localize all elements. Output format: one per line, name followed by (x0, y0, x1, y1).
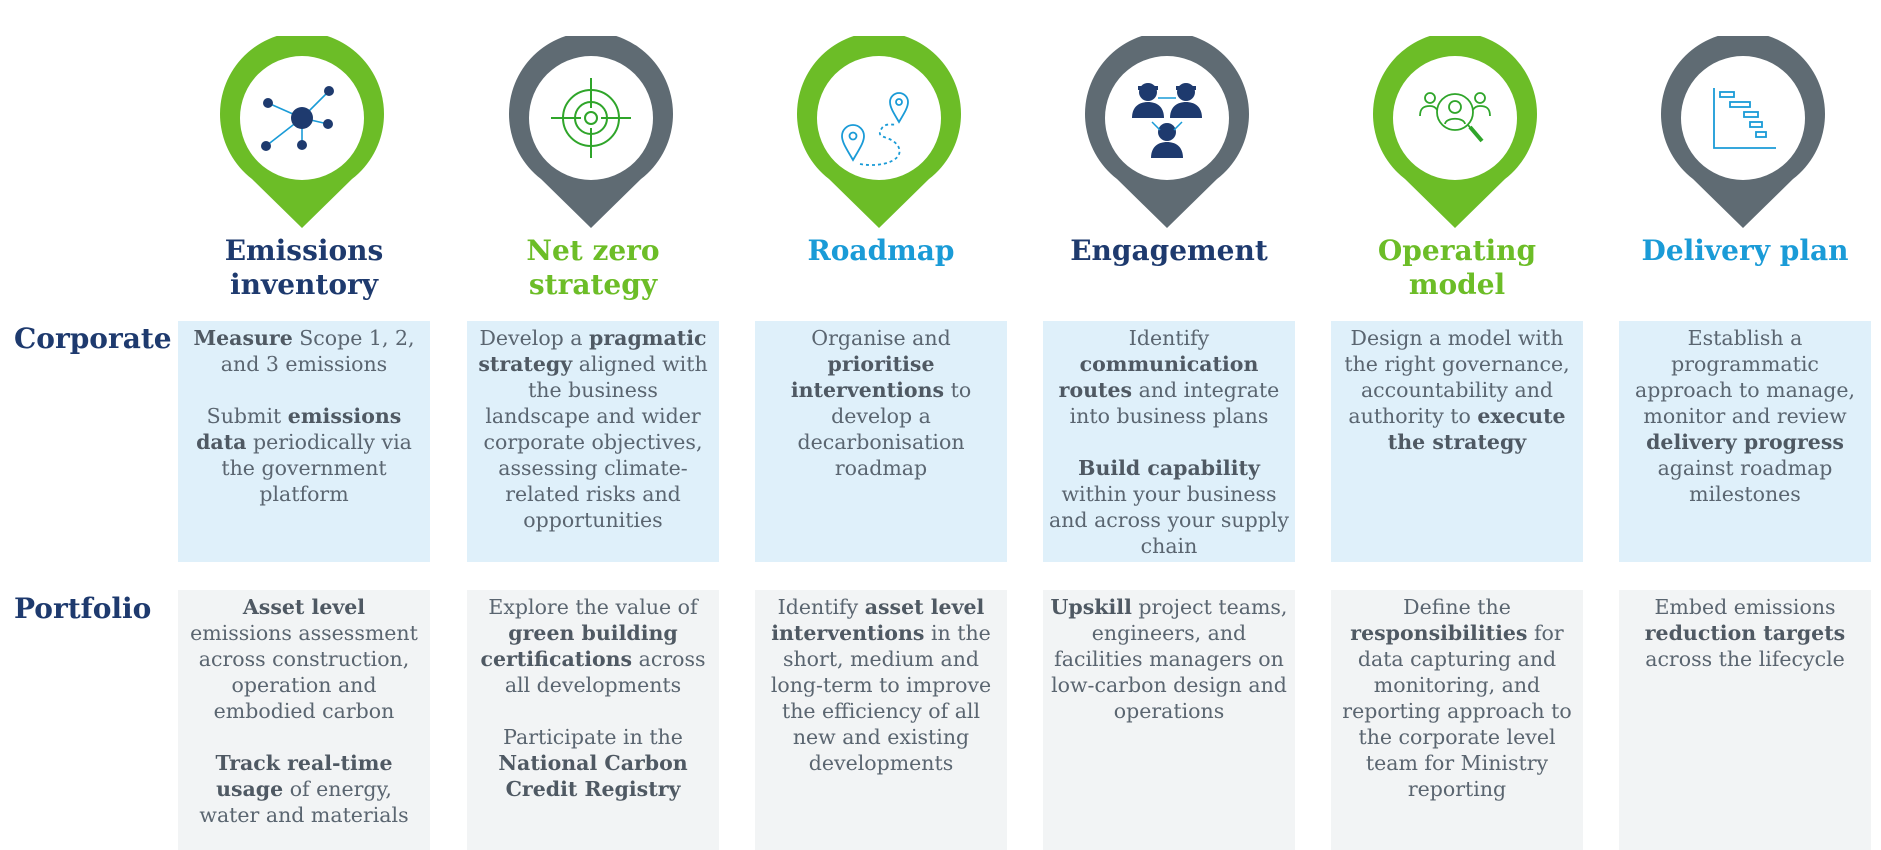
column-title: Emissions inventory (224, 234, 384, 301)
text-segment: Scope 1, 2, and 3 emissions Submit (206, 326, 415, 428)
text-segment: emissions assessment across construction… (190, 621, 418, 723)
text-segment: for data capturing and monitoring, and r… (1342, 621, 1572, 801)
bold-text-segment: green building certifications (480, 621, 678, 671)
corporate-cell: Organise and prioritise interventions to… (755, 321, 1007, 562)
people-network-icon (1132, 83, 1202, 158)
portfolio-cell: Explore the value of green building cert… (467, 590, 719, 850)
column-title: Roadmap (807, 234, 955, 267)
column-title: Net zero strategy (526, 234, 660, 301)
bold-text-segment: Upskill (1050, 595, 1132, 619)
corporate-cell: Develop a pragmatic strategy aligned wit… (467, 321, 719, 562)
network-nodes-icon (261, 86, 334, 151)
bold-text-segment: National Carbon Credit Registry (498, 751, 688, 801)
text-segment: Explore the value of (488, 595, 698, 619)
text-segment: Identify (1128, 326, 1210, 350)
portfolio-cell: Asset level emissions assessment across … (178, 590, 430, 850)
bold-text-segment: Track real-time usage (215, 751, 393, 801)
text-segment: of energy, water and materials (199, 777, 409, 827)
row-label-portfolio: Portfolio (14, 592, 152, 625)
text-segment: and integrate into business plans (1069, 378, 1280, 428)
text-segment: aligned with the business landscape and … (483, 352, 708, 532)
corporate-cell: Identify communication routes and integr… (1043, 321, 1295, 562)
bold-text-segment: Asset level (242, 595, 366, 619)
text-segment: against roadmap milestones (1657, 456, 1833, 506)
text-segment: Identify (777, 595, 865, 619)
column-title: Engagement (1070, 234, 1268, 267)
text-segment: across the lifecycle (1645, 647, 1845, 671)
text-segment: within your business and across your sup… (1049, 482, 1290, 558)
bold-text-segment: reduction targets (1644, 621, 1846, 645)
map-pin-icon (1085, 36, 1249, 228)
bold-text-segment: emissions data (196, 404, 402, 454)
gantt-chart-icon (1713, 88, 1776, 149)
map-pin-icon (220, 36, 384, 228)
text-segment: in the short, medium and long-term to im… (770, 621, 992, 775)
portfolio-cell: Define the responsibilities for data cap… (1331, 590, 1583, 850)
row-label-corporate: Corporate (14, 322, 172, 355)
corporate-cell: Establish a programmatic approach to man… (1619, 321, 1871, 562)
text-segment: Organise and (811, 326, 951, 350)
corporate-cell: Measure Scope 1, 2, and 3 emissions Subm… (178, 321, 430, 562)
map-pin-icon (509, 36, 673, 228)
text-segment: Establish a programmatic approach to man… (1635, 326, 1855, 428)
bold-text-segment: prioritise interventions (790, 352, 945, 402)
bold-text-segment: delivery progress (1646, 430, 1844, 454)
text-segment: periodically via the government platform (221, 430, 412, 506)
portfolio-cell: Embed emissions reduction targets across… (1619, 590, 1871, 850)
text-segment: to develop a decarbonisation roadmap (797, 378, 972, 480)
person-search-icon (1419, 92, 1491, 143)
column-title: Delivery plan (1641, 234, 1849, 267)
bold-text-segment: responsibilities (1350, 621, 1528, 645)
bold-text-segment: Measure (193, 326, 293, 350)
text-segment: Define the (1403, 595, 1511, 619)
column-title: Operating model (1377, 234, 1537, 301)
bold-text-segment: pragmatic strategy (478, 326, 707, 376)
portfolio-cell: Identify asset level interventions in th… (755, 590, 1007, 850)
portfolio-cell: Upskill project teams, engineers, and fa… (1043, 590, 1295, 850)
text-segment: Embed emissions (1654, 595, 1836, 619)
map-pin-icon (797, 36, 961, 228)
bold-text-segment: communication routes (1058, 352, 1259, 402)
target-icon (551, 78, 631, 158)
bold-text-segment: Build capability (1078, 456, 1260, 480)
text-segment: across all developments Participate in t… (503, 647, 706, 749)
map-pin-icon (1661, 36, 1825, 228)
corporate-cell: Design a model with the right governance… (1331, 321, 1583, 562)
text-segment: Design a model with the right governance… (1344, 326, 1570, 428)
route-map-icon (841, 92, 909, 166)
text-segment: project teams, engineers, and facilities… (1051, 595, 1288, 723)
bold-text-segment: asset level interventions (771, 595, 985, 645)
bold-text-segment: execute the strategy (1387, 404, 1566, 454)
map-pin-icon (1373, 36, 1537, 228)
text-segment: Develop a (479, 326, 590, 350)
